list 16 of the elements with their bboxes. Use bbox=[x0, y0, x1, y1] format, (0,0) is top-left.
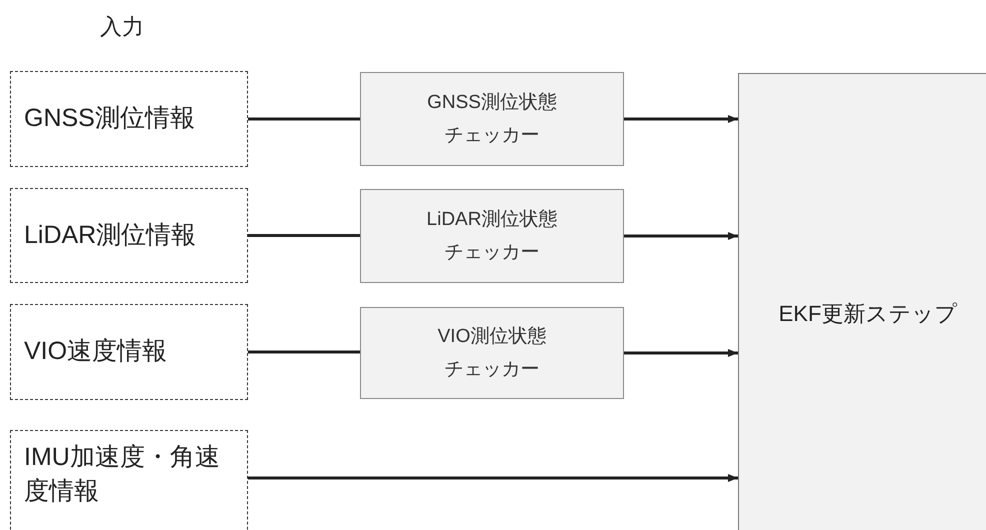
arrow bbox=[624, 232, 738, 240]
arrow bbox=[624, 349, 738, 357]
input-box: GNSS測位情報 bbox=[10, 71, 248, 167]
input-box: LiDAR測位情報 bbox=[10, 188, 248, 283]
arrow bbox=[248, 474, 738, 482]
connector-line bbox=[248, 350, 360, 354]
checker-box: LiDAR測位状態チェッカー bbox=[360, 189, 624, 283]
input-box: IMU加速度・角速度情報 bbox=[10, 430, 248, 530]
checker-box: GNSS測位状態チェッカー bbox=[360, 72, 624, 166]
connector-line bbox=[248, 118, 360, 120]
arrow bbox=[624, 115, 738, 123]
input-box: VIO速度情報 bbox=[10, 304, 248, 400]
heading: 入力 bbox=[100, 13, 144, 41]
process-box: EKF更新ステップ bbox=[738, 73, 986, 530]
connector-line bbox=[248, 234, 360, 237]
checker-box: VIO測位状態チェッカー bbox=[360, 307, 624, 399]
